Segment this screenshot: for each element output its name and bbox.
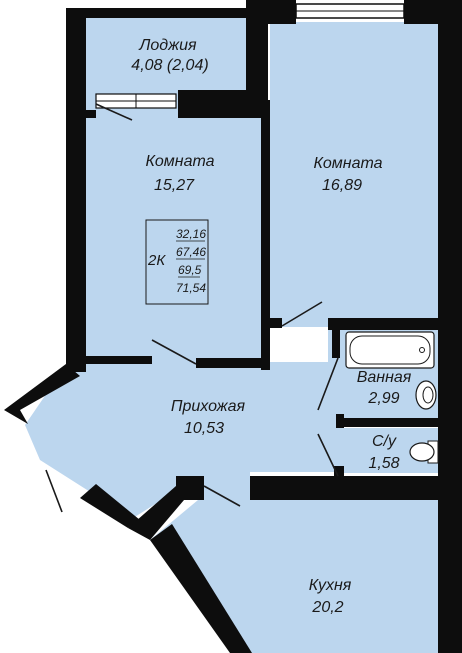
wall xyxy=(66,8,266,18)
wc-name: С/у xyxy=(372,433,397,450)
door-wc xyxy=(317,433,339,477)
loggia-area: 4,08 (2,04) xyxy=(131,57,208,74)
hall-area: 10,53 xyxy=(184,420,224,437)
wall xyxy=(246,0,268,100)
bath-area: 2,99 xyxy=(367,390,399,407)
wc-area: 1,58 xyxy=(368,455,399,472)
kitchen-area: 20,2 xyxy=(311,599,343,616)
wall xyxy=(80,484,140,528)
door-room1 xyxy=(151,339,197,365)
doors xyxy=(45,103,339,513)
wall xyxy=(328,318,448,330)
door-kitchen xyxy=(203,485,241,507)
bath-sink xyxy=(415,380,437,410)
wall xyxy=(66,356,152,364)
wall xyxy=(334,466,344,480)
room1-area: 15,27 xyxy=(154,177,195,194)
wall xyxy=(268,318,282,328)
bath-name: Ванная xyxy=(357,369,412,386)
wall xyxy=(86,110,96,118)
wall xyxy=(66,8,86,372)
bathtub xyxy=(345,331,435,369)
wall xyxy=(4,364,80,424)
toilet xyxy=(409,440,439,464)
spec-box: 2К 32,16 67,46 69,5 71,54 xyxy=(145,219,209,305)
hall-name: Прихожая xyxy=(171,398,246,415)
kitchen-name: Кухня xyxy=(309,577,352,594)
spec-value-3: 69,5 xyxy=(178,263,202,277)
wall xyxy=(178,90,268,118)
wall xyxy=(196,358,270,368)
wall xyxy=(250,476,448,500)
spec-value-2: 67,46 xyxy=(176,245,206,259)
wall xyxy=(336,418,446,427)
door-room2 xyxy=(281,301,323,327)
spec-value-4: 71,54 xyxy=(176,281,206,295)
wall xyxy=(336,414,344,428)
wall xyxy=(176,476,204,500)
room2-name: Комната xyxy=(313,155,382,172)
loggia-floor xyxy=(86,16,246,91)
spec-value-1: 32,16 xyxy=(176,227,206,241)
room1-name: Комната xyxy=(145,153,214,170)
door-bath xyxy=(317,357,339,411)
room2-area: 16,89 xyxy=(322,177,362,194)
wall xyxy=(332,318,340,358)
room1-floor xyxy=(86,116,262,362)
room2-floor xyxy=(270,22,440,327)
loggia-name: Лоджия xyxy=(138,37,197,54)
door-entrance xyxy=(45,469,63,513)
wall xyxy=(246,0,296,24)
wall xyxy=(404,0,442,24)
windows xyxy=(95,3,405,109)
walls xyxy=(4,0,462,653)
labels: Лоджия 4,08 (2,04) Комната 15,27 Комната… xyxy=(131,37,411,616)
wall xyxy=(150,524,252,653)
spec-code: 2К xyxy=(147,252,166,269)
wall xyxy=(261,100,270,370)
hall-floor xyxy=(25,330,340,520)
door-loggia xyxy=(95,103,133,121)
